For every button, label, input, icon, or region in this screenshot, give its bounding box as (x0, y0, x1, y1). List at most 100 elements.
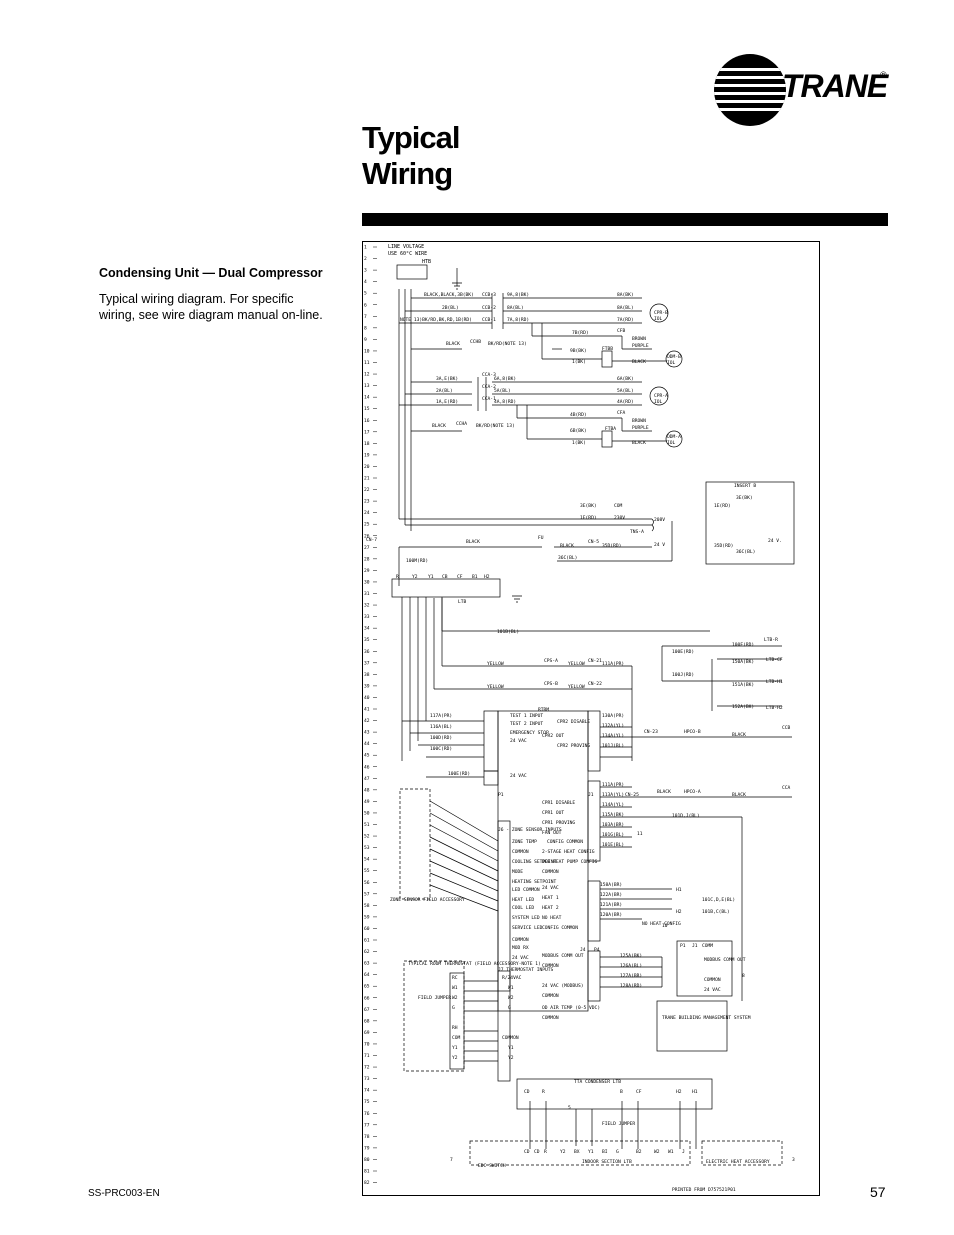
diagram-label: 24 VAC (542, 885, 559, 891)
row-number: 65 (364, 984, 370, 990)
diagram-label: 1(BK) (572, 440, 586, 446)
row-number: 74 (364, 1088, 370, 1094)
row-number: 81 (364, 1169, 370, 1175)
diagram-label: MODBUS COMM OUT (542, 953, 584, 959)
diagram-label: CCA-2 (482, 384, 496, 390)
diagram-label: TEST 1 INPUT (510, 713, 543, 719)
diagram-label: CCB-1 (482, 317, 496, 323)
diagram-label: Y1 (588, 1149, 594, 1155)
row-number: 42 (364, 718, 370, 724)
diagram-label: CN-21 (588, 658, 602, 664)
diagram-label: FTBB (602, 346, 613, 352)
row-number: 1 (364, 245, 367, 251)
diagram-label: RH (452, 1025, 458, 1031)
diagram-label: LTB-H2 (766, 705, 783, 711)
diagram-label: 24 V. (768, 538, 782, 544)
diagram-label: COOL LED (512, 905, 534, 911)
diagram-label: HEATING SETPOINT (512, 879, 556, 885)
diagram-label: CB (442, 574, 448, 580)
diagram-label: COMMON (542, 1015, 559, 1021)
diagram-label: 101D,J(BL) (672, 813, 700, 819)
diagram-label: MOD RX (512, 945, 529, 951)
row-number: 25 (364, 522, 370, 528)
diagram-label: 3E(BK) (580, 503, 597, 509)
diagram-label: COMMON (542, 993, 559, 999)
diagram-label: 7 (450, 1157, 453, 1163)
diagram-label: 117A(PR) (430, 713, 452, 719)
diagram-label: TRANE BUILDING MANAGEMENT SYSTEM (662, 1015, 751, 1021)
diagram-label: 9A,8(BK) (507, 292, 529, 298)
row-number: 10 (364, 348, 370, 354)
diagram-label: COMMON (542, 869, 559, 875)
row-number: 75 (364, 1099, 370, 1105)
diagram-label: 125A(BK) (620, 953, 642, 959)
diagram-label: 126A(BL) (620, 963, 642, 969)
diagram-label: CPR1 OUT (542, 810, 564, 816)
diagram-label: Y1 (428, 574, 434, 580)
diagram-label: Y1 (452, 1045, 458, 1051)
diagram-label: 230V (614, 515, 625, 521)
wiring-lines (391, 264, 795, 1166)
row-number: 57 (364, 891, 370, 897)
diagram-label: J1 (692, 943, 698, 949)
row-number: 3 (364, 268, 367, 274)
row-number: 21 (364, 476, 370, 482)
diagram-label: TYPICAL ROOM THERMOSTAT (FIELD ACCESSORY… (408, 961, 541, 967)
diagram-label: DEF HEAT PUMP CONFIG (542, 859, 598, 865)
page-number: 57 (870, 1184, 886, 1200)
row-number: 26 (364, 533, 370, 539)
diagram-label: IOL (667, 440, 676, 446)
diagram-label: FIELD JUMPER (418, 995, 451, 1001)
row-number: 53 (364, 845, 370, 851)
diagram-label: YELLOW (487, 684, 504, 690)
diagram-label: COMMON (542, 963, 559, 969)
diagram-label: 100E(RD) (672, 649, 694, 655)
diagram-label: 103A(BR) (602, 822, 624, 828)
diagram-label: CFB (617, 328, 626, 334)
diagram-label: COMMON (512, 849, 529, 855)
row-number: 37 (364, 660, 370, 666)
diagram-label: 7A,8(RD) (507, 317, 529, 323)
diagram-label: 6A,8(BK) (494, 376, 516, 382)
diagram-label: W1 (508, 985, 514, 991)
row-number: 43 (364, 730, 370, 736)
diagram-label: 2A(BL) (436, 388, 453, 394)
diagram-label: CCHA (456, 421, 467, 427)
diagram-label: CCA (782, 785, 791, 791)
trane-logo: TRANE ® (714, 54, 894, 126)
diagram-label: COM (614, 503, 623, 509)
row-number: 9 (364, 337, 367, 343)
trane-logo-icon (714, 54, 786, 126)
row-number: 50 (364, 810, 370, 816)
diagram-label: IOL (667, 360, 676, 366)
row-number: 68 (364, 1018, 370, 1024)
row-number: 48 (364, 787, 370, 793)
diagram-label: 130A(PR) (602, 713, 624, 719)
diagram-label: CD (534, 1149, 540, 1155)
diagram-label: INDOOR SECTION LTB (582, 1159, 632, 1165)
row-number: 69 (364, 1030, 370, 1036)
row-number: 28 (364, 556, 370, 562)
diagram-label: 4B(RD) (570, 412, 587, 418)
row-number: 13 (364, 383, 370, 389)
diagram-label: W2 (508, 995, 514, 1001)
row-number: 62 (364, 949, 370, 955)
row-number: 82 (364, 1180, 370, 1186)
row-number: 64 (364, 972, 370, 978)
diagram-label: 1E(RD) (580, 515, 597, 521)
row-number: 79 (364, 1145, 370, 1151)
row-number: 54 (364, 857, 370, 863)
diagram-label: HPCO-A (684, 789, 701, 795)
diagram-label: 114A(YL) (602, 802, 624, 808)
row-number: 36 (364, 649, 370, 655)
diagram-label: 8A(BL) (507, 305, 524, 311)
diagram-label: J6 - ZONE SENSOR INPUTS (498, 827, 562, 833)
diagram-label: TEST 2 INPUT (510, 721, 543, 727)
diagram-label: G (452, 1005, 455, 1011)
row-number: 39 (364, 683, 370, 689)
page-title-line1: Typical (362, 120, 461, 155)
diagram-label: 5A(BL) (617, 388, 634, 394)
diagram-label: LTB-H1 (766, 679, 783, 685)
row-number: 78 (364, 1134, 370, 1140)
row-number: 27 (364, 545, 370, 551)
